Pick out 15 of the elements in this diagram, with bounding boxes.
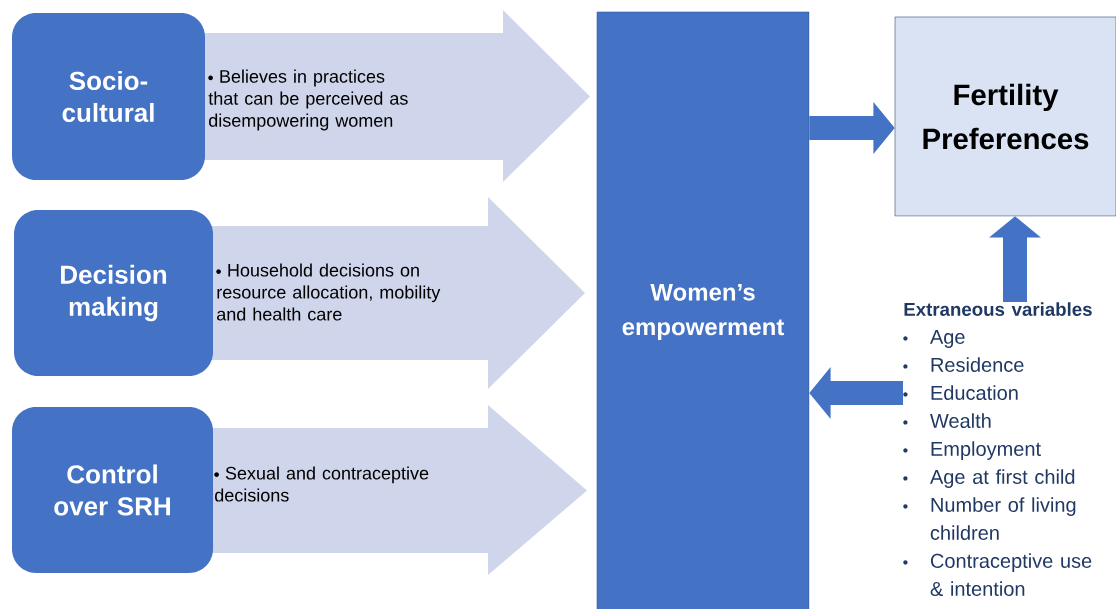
outcome-box: Fertility Preferences xyxy=(894,16,1116,217)
node-label: Age xyxy=(929,330,965,348)
node-label: Wealth xyxy=(930,413,991,428)
concept-column: Women’s empowerment xyxy=(596,11,810,609)
node-label: Employment xyxy=(931,441,1041,460)
node-label: Contraceptive use & intention xyxy=(930,553,1092,596)
node-label: Age at first child xyxy=(929,469,1075,488)
category-box: Control over SRH xyxy=(12,407,213,573)
category-box: Decision making xyxy=(14,210,213,376)
node-label: Education xyxy=(931,385,1018,400)
variable-list: Extraneous variables Age Residence Education Wealth Employment Age at first child Number of living children Contraceptive use & intention xyxy=(903,302,1092,596)
node-label: Number of living children xyxy=(930,497,1076,540)
node-label: Residence xyxy=(931,357,1024,372)
node-label: Extraneous variables xyxy=(904,302,1092,316)
category-box: Socio-cultural xyxy=(12,13,205,180)
